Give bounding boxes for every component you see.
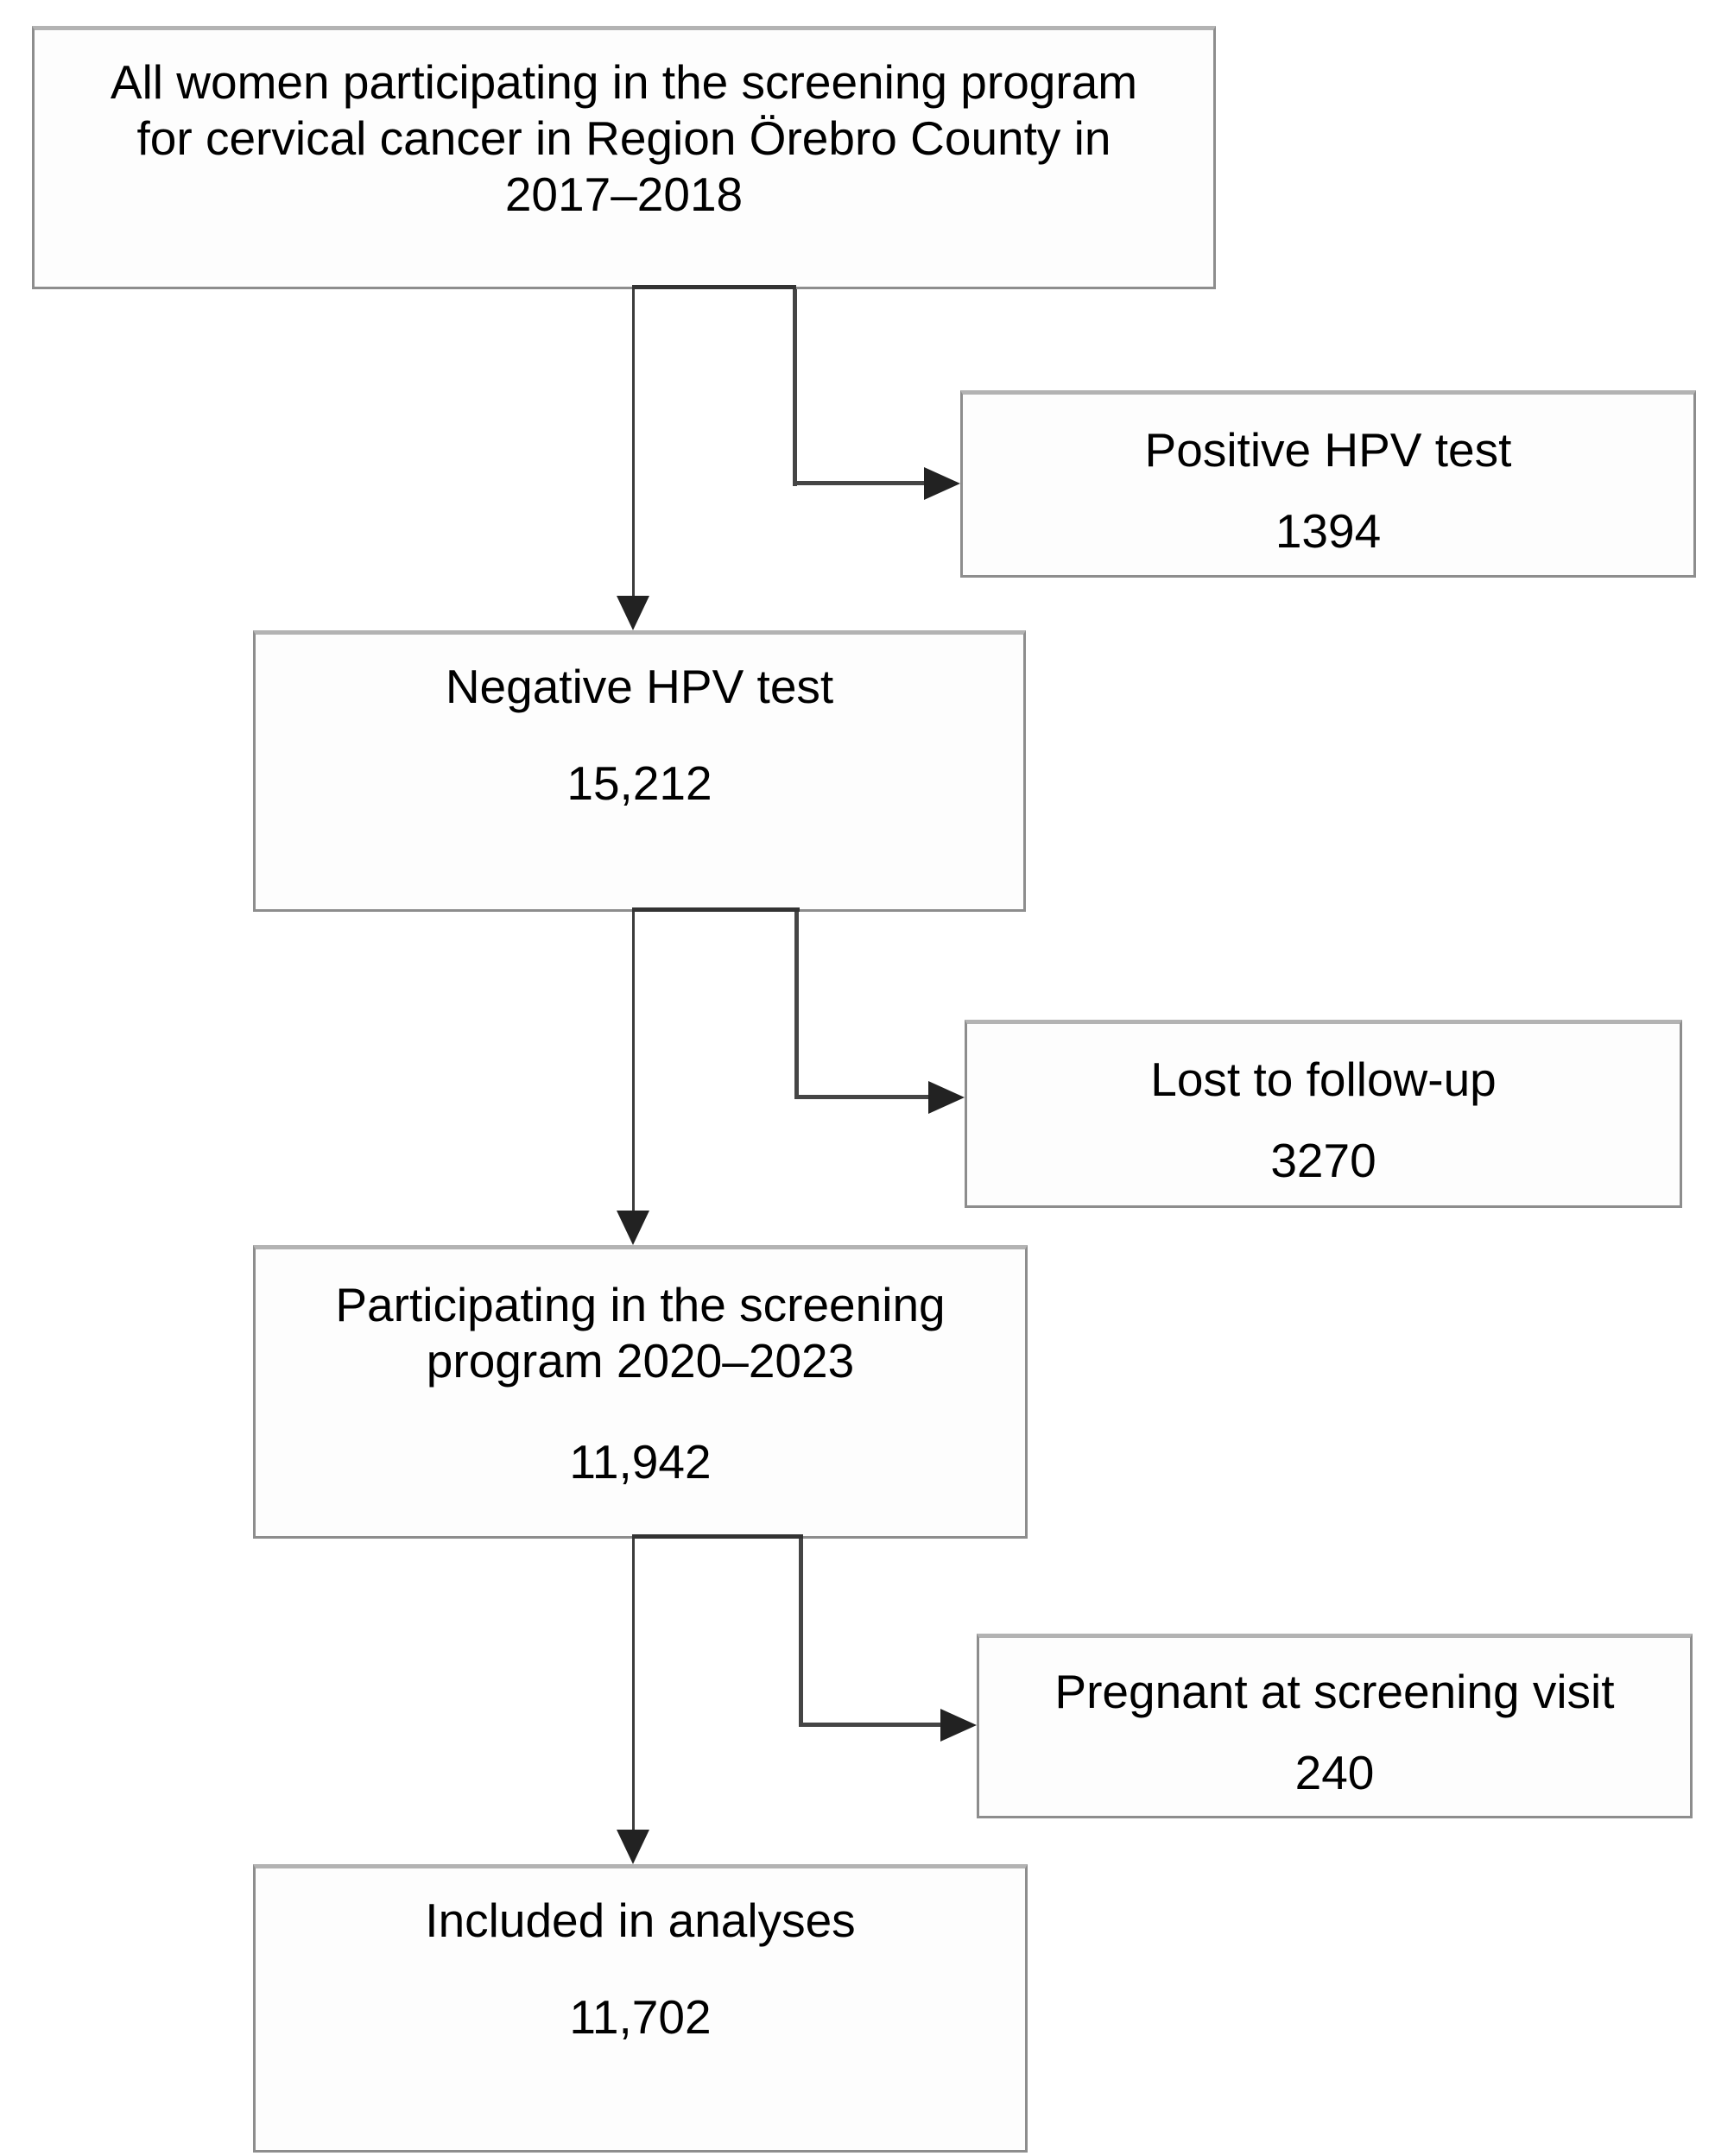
flow-box-lost-to-follow-up: Lost to follow-up 3270 — [965, 1020, 1682, 1208]
connector-2-main-line — [632, 912, 635, 1212]
box-value: 3270 — [1270, 1134, 1376, 1187]
connector-2-stub — [632, 907, 800, 912]
box-value: 240 — [1294, 1746, 1375, 1799]
connector-2-arrow-right-icon — [928, 1081, 965, 1114]
box-value: 15,212 — [566, 756, 712, 810]
connector-2-branch-horizontal — [794, 1095, 929, 1099]
box-label: Included in analyses — [425, 1894, 856, 1947]
connector-1-main-line — [632, 289, 635, 597]
box-label: Lost to follow-up — [1150, 1053, 1497, 1106]
flow-box-positive-hpv-test: Positive HPV test 1394 — [960, 390, 1696, 578]
flow-box-included-in-analyses: Included in analyses 11,702 — [253, 1864, 1028, 2153]
connector-1-arrow-down-icon — [617, 596, 649, 630]
box-label-line: for cervical cancer in Region Örebro Cou… — [136, 111, 1111, 165]
box-label: Positive HPV test — [1144, 423, 1512, 477]
connector-1-branch-vertical — [793, 289, 797, 486]
flow-box-all-women: All women participating in the screening… — [32, 26, 1216, 289]
flow-box-pregnant-at-screening-visit: Pregnant at screening visit 240 — [977, 1634, 1693, 1818]
connector-2-arrow-down-icon — [617, 1211, 649, 1245]
connector-3-arrow-right-icon — [940, 1709, 977, 1742]
connector-3-branch-vertical — [799, 1539, 803, 1727]
connector-3-main-line — [632, 1539, 635, 1831]
connector-3-arrow-down-icon — [617, 1830, 649, 1864]
box-label: Pregnant at screening visit — [1054, 1665, 1615, 1718]
connector-2-branch-vertical — [794, 912, 799, 1099]
box-value: 11,942 — [569, 1435, 712, 1489]
connector-3-branch-horizontal — [799, 1723, 940, 1727]
connector-1-branch-horizontal — [793, 481, 927, 485]
connector-1-stub — [632, 285, 796, 289]
box-value: 11,702 — [569, 1990, 712, 2044]
box-label: All women participating in the screening… — [41, 54, 1206, 223]
flow-box-participating-2020-2023: Participating in the screening program 2… — [253, 1245, 1028, 1539]
box-label: Participating in the screening program 2… — [263, 1277, 1018, 1389]
box-label: Negative HPV test — [445, 660, 834, 713]
box-value: 1394 — [1275, 504, 1382, 558]
box-label-line: All women participating in the screening… — [110, 55, 1138, 109]
box-label-line: program 2020–2023 — [426, 1334, 855, 1388]
box-label-line: Participating in the screening — [335, 1278, 946, 1331]
box-label-line: 2017–2018 — [504, 168, 744, 221]
flow-box-negative-hpv-test: Negative HPV test 15,212 — [253, 630, 1026, 912]
connector-1-arrow-right-icon — [924, 467, 960, 500]
connector-3-stub — [632, 1534, 803, 1539]
